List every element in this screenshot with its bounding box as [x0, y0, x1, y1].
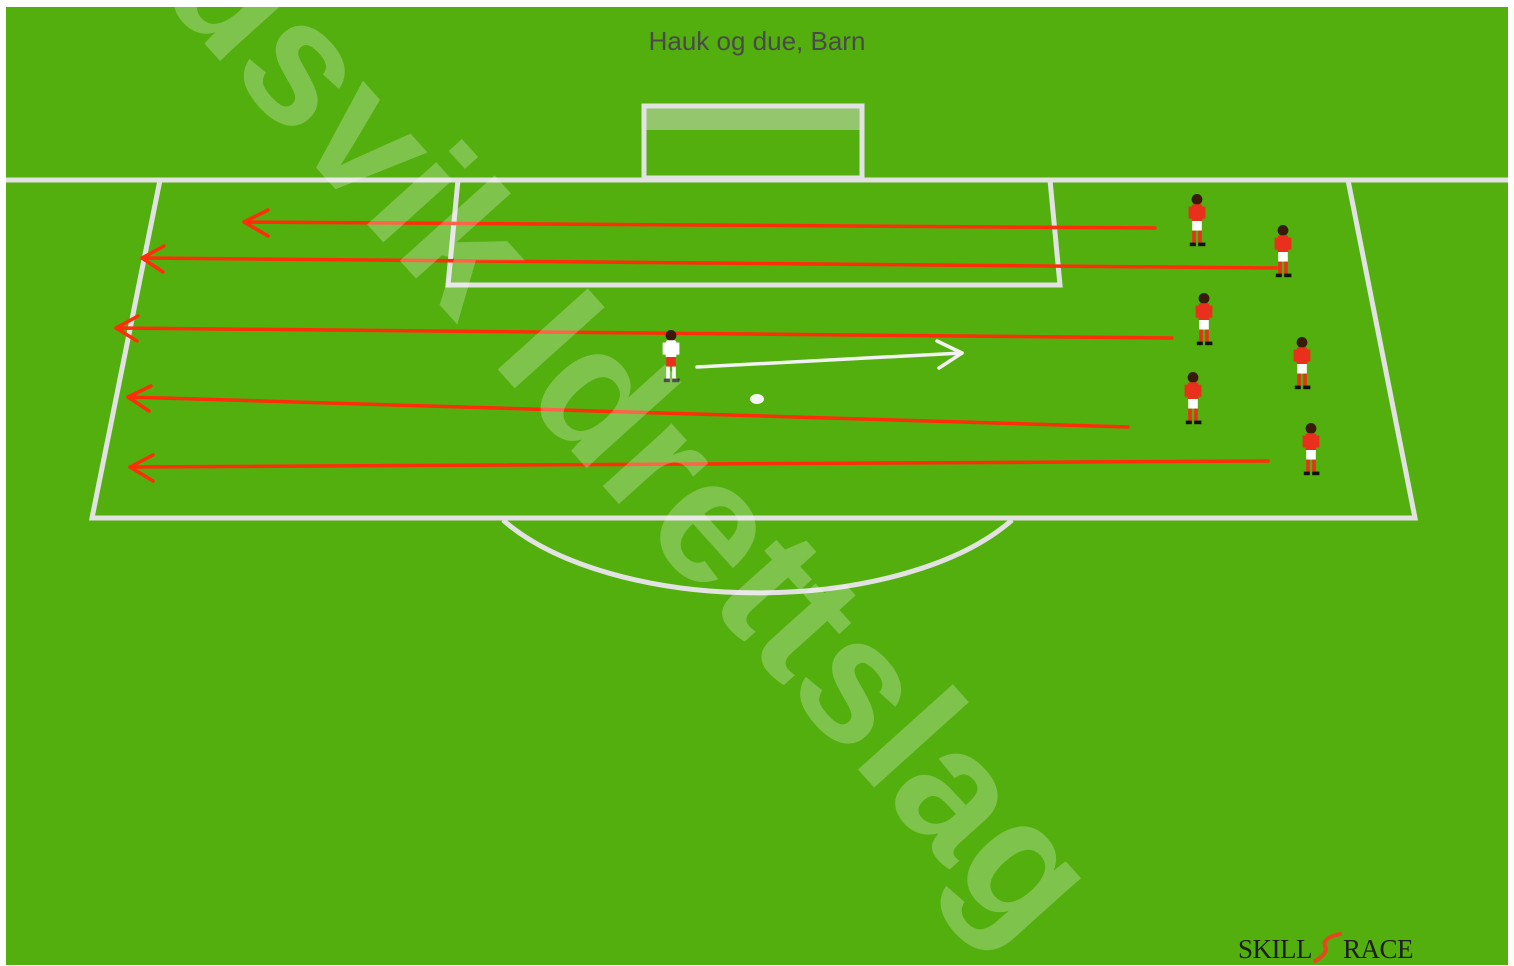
- goal-net: [644, 106, 862, 130]
- brand-left-text: SKILL: [1238, 934, 1312, 964]
- diagram-title: Hauk og due, Barn: [649, 26, 866, 56]
- ball-icon: [750, 394, 764, 404]
- brand-right-text: RACE: [1343, 934, 1413, 964]
